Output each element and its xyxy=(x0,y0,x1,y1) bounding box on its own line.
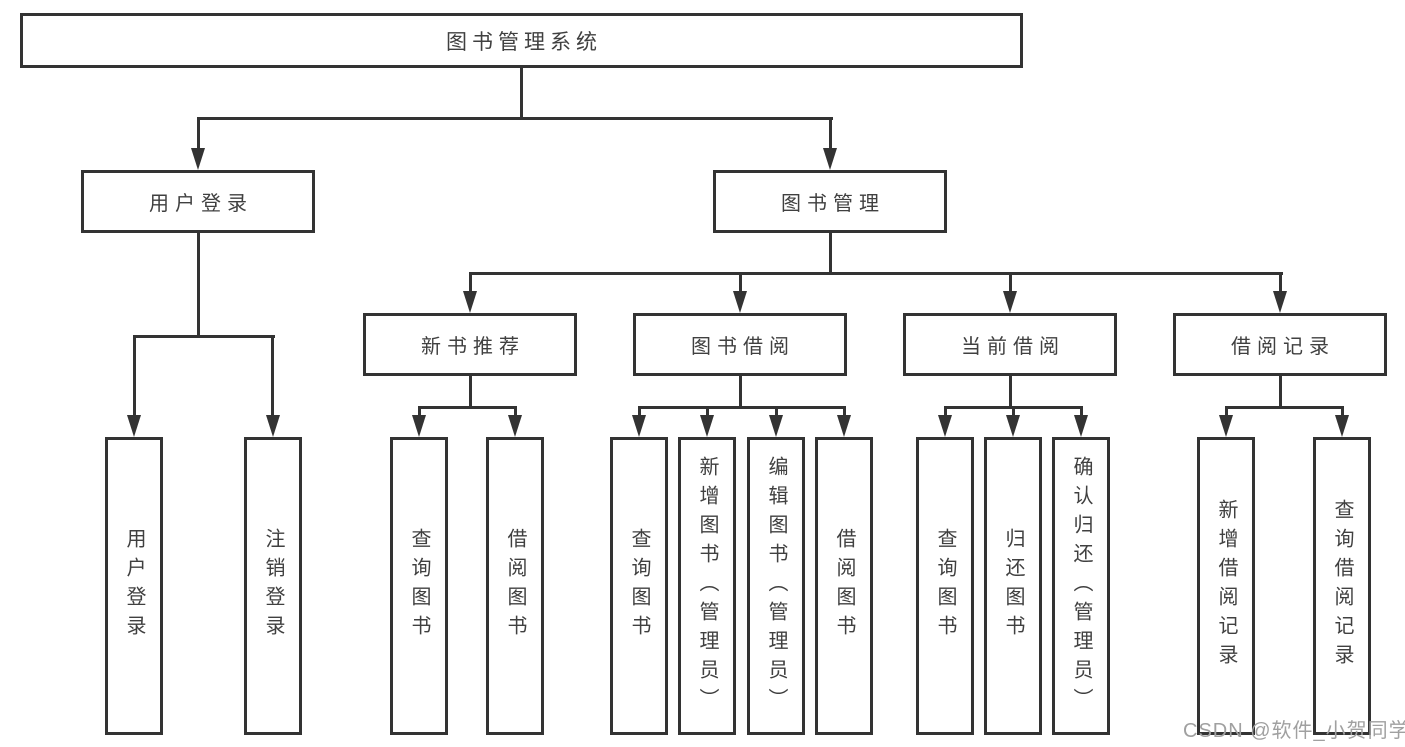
arrowhead-login-leaf-icon xyxy=(127,415,141,437)
node-root: 图书管理系统 xyxy=(20,13,1023,68)
connector-leaf-drop xyxy=(842,406,846,417)
leaf-user-login: 用户登录 xyxy=(105,437,163,735)
node-new-book-recommend: 新书推荐 xyxy=(363,313,577,376)
arrowhead-leaf-icon xyxy=(1074,415,1088,437)
connector-leaf-drop xyxy=(943,406,947,417)
node-book-management: 图书管理 xyxy=(713,170,947,233)
connector-new-book-crossbar xyxy=(417,406,517,409)
leaf-add-borrow-record: 新增借阅记录 xyxy=(1197,437,1255,735)
arrowhead-leaf-icon xyxy=(412,415,426,437)
leaf-logout: 注销登录 xyxy=(244,437,302,735)
connector-book-management-stem xyxy=(828,231,832,274)
arrowhead-current-borrow-icon xyxy=(1003,291,1017,313)
node-borrow-records-label: 借阅记录 xyxy=(1231,336,1335,358)
leaf-add-book-admin-label: 新增图书（管理员） xyxy=(696,455,718,717)
connector-current-borrow-stem xyxy=(1008,374,1012,408)
connector-leaf-drop xyxy=(1011,406,1015,417)
leaf-edit-book-admin-label: 编辑图书（管理员） xyxy=(765,455,787,717)
connector-leaf-drop xyxy=(1340,406,1344,417)
leaf-recommend-borrow-book: 借阅图书 xyxy=(486,437,544,735)
leaf-recommend-query-book-label: 查询图书 xyxy=(408,528,430,644)
arrowhead-leaf-icon xyxy=(508,415,522,437)
arrowhead-leaf-icon xyxy=(632,415,646,437)
connector-leaf-drop xyxy=(513,406,517,417)
connector-logout-leaf-drop xyxy=(271,335,274,417)
node-user-login: 用户登录 xyxy=(81,170,315,233)
leaf-add-book-admin: 新增图书（管理员） xyxy=(678,437,736,735)
connector-leaf-drop xyxy=(417,406,421,417)
connector-new-book-drop xyxy=(468,272,472,293)
arrowhead-borrow-records-icon xyxy=(1273,291,1287,313)
connector-root-crossbar xyxy=(196,117,833,120)
arrowhead-leaf-icon xyxy=(938,415,952,437)
arrowhead-book-management-icon xyxy=(823,148,837,170)
connector-book-borrow-drop xyxy=(738,272,742,293)
connector-login-leaf-drop xyxy=(132,335,136,417)
leaf-return-book: 归还图书 xyxy=(984,437,1042,735)
connector-leaf-drop xyxy=(637,406,641,417)
connector-current-borrow-drop xyxy=(1008,272,1012,293)
node-book-borrow: 图书借阅 xyxy=(633,313,847,376)
connector-user-login-crossbar xyxy=(132,335,275,338)
node-book-management-label: 图书管理 xyxy=(781,193,885,215)
connector-leaf-drop xyxy=(1224,406,1228,417)
node-current-borrow-label: 当前借阅 xyxy=(961,336,1065,358)
connector-book-management-drop xyxy=(828,117,832,150)
node-borrow-records: 借阅记录 xyxy=(1173,313,1387,376)
leaf-return-book-label: 归还图书 xyxy=(1002,528,1024,644)
leaf-borrow-query-book: 查询图书 xyxy=(610,437,668,735)
connector-book-borrow-crossbar xyxy=(637,406,846,409)
arrowhead-leaf-icon xyxy=(837,415,851,437)
connector-borrow-records-drop xyxy=(1278,272,1282,293)
leaf-query-borrow-record: 查询借阅记录 xyxy=(1313,437,1371,735)
leaf-current-query-book-label: 查询图书 xyxy=(934,528,956,644)
leaf-query-borrow-record-label: 查询借阅记录 xyxy=(1331,499,1353,673)
connector-user-login-drop xyxy=(196,117,200,150)
arrowhead-leaf-icon xyxy=(700,415,714,437)
leaf-recommend-query-book: 查询图书 xyxy=(390,437,448,735)
leaf-borrow-book: 借阅图书 xyxy=(815,437,873,735)
leaf-user-login-label: 用户登录 xyxy=(123,528,145,644)
arrowhead-book-borrow-icon xyxy=(733,291,747,313)
connector-user-login-stem xyxy=(196,231,200,337)
connector-new-book-stem xyxy=(468,374,472,408)
arrowhead-leaf-icon xyxy=(1219,415,1233,437)
arrowhead-leaf-icon xyxy=(769,415,783,437)
leaf-edit-book-admin: 编辑图书（管理员） xyxy=(747,437,805,735)
node-root-label: 图书管理系统 xyxy=(446,30,602,54)
arrowhead-user-login-icon xyxy=(191,148,205,170)
node-book-borrow-label: 图书借阅 xyxy=(691,336,795,358)
leaf-logout-label: 注销登录 xyxy=(262,528,284,644)
arrowhead-logout-leaf-icon xyxy=(265,415,280,437)
arrowhead-new-book-icon xyxy=(463,291,477,313)
connector-book-management-crossbar xyxy=(468,272,1283,275)
arrowhead-leaf-icon xyxy=(1335,415,1349,437)
connector-borrow-records-crossbar xyxy=(1224,406,1344,409)
connector-book-borrow-stem xyxy=(738,374,742,408)
leaf-current-query-book: 查询图书 xyxy=(916,437,974,735)
leaf-borrow-book-label: 借阅图书 xyxy=(833,528,855,644)
leaf-recommend-borrow-book-label: 借阅图书 xyxy=(504,528,526,644)
connector-leaf-drop xyxy=(1079,406,1083,417)
node-user-login-label: 用户登录 xyxy=(149,193,253,215)
leaf-borrow-query-book-label: 查询图书 xyxy=(628,528,650,644)
leaf-confirm-return-admin: 确认归还（管理员） xyxy=(1052,437,1110,735)
arrowhead-leaf-icon xyxy=(1006,415,1020,437)
connector-leaf-drop xyxy=(774,406,778,417)
leaf-add-borrow-record-label: 新增借阅记录 xyxy=(1215,499,1237,673)
connector-root-stem xyxy=(519,66,523,117)
leaf-confirm-return-admin-label: 确认归还（管理员） xyxy=(1070,455,1092,717)
node-new-book-recommend-label: 新书推荐 xyxy=(421,336,525,358)
node-current-borrow: 当前借阅 xyxy=(903,313,1117,376)
connector-borrow-records-stem xyxy=(1278,374,1282,408)
csdn-watermark: CSDN @软件_小贺同学 xyxy=(1183,720,1405,742)
connector-leaf-drop xyxy=(705,406,709,417)
